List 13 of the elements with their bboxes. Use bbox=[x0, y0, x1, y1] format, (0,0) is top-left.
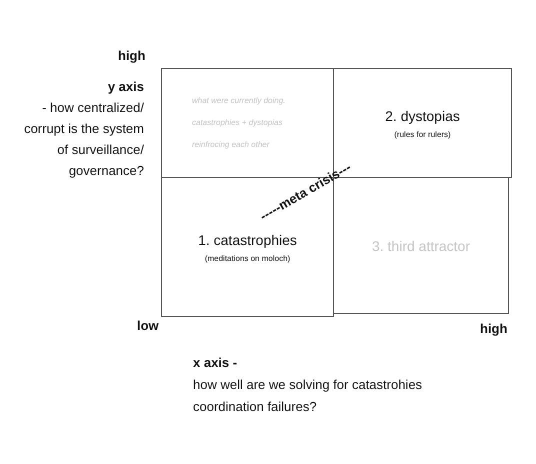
quadrant-subtitle: (meditations on moloch) bbox=[204, 254, 290, 262]
quadrant-subtitle: (rules for rulers) bbox=[394, 130, 451, 138]
note-text: what were currently doing. catastrophies + dystopias reinfrocing each other bbox=[191, 95, 286, 151]
quadrant-title: 3. third attractor bbox=[372, 238, 470, 254]
axis-label: high bbox=[118, 48, 146, 63]
axis-description: - how centralized/ corrupt is the system of surveillance/ governance? bbox=[23, 99, 144, 180]
axis-label: low bbox=[137, 318, 159, 333]
quadrant-title: 2. dystopias bbox=[385, 108, 460, 124]
axis-label: high bbox=[480, 321, 508, 336]
axis-title: x axis - bbox=[193, 355, 238, 370]
quadrant-title: 1. catastrophies bbox=[198, 232, 297, 248]
axis-title: y axis bbox=[108, 79, 144, 94]
axis-description: how well are we solving for catastrohies coordination failures? bbox=[193, 376, 424, 416]
